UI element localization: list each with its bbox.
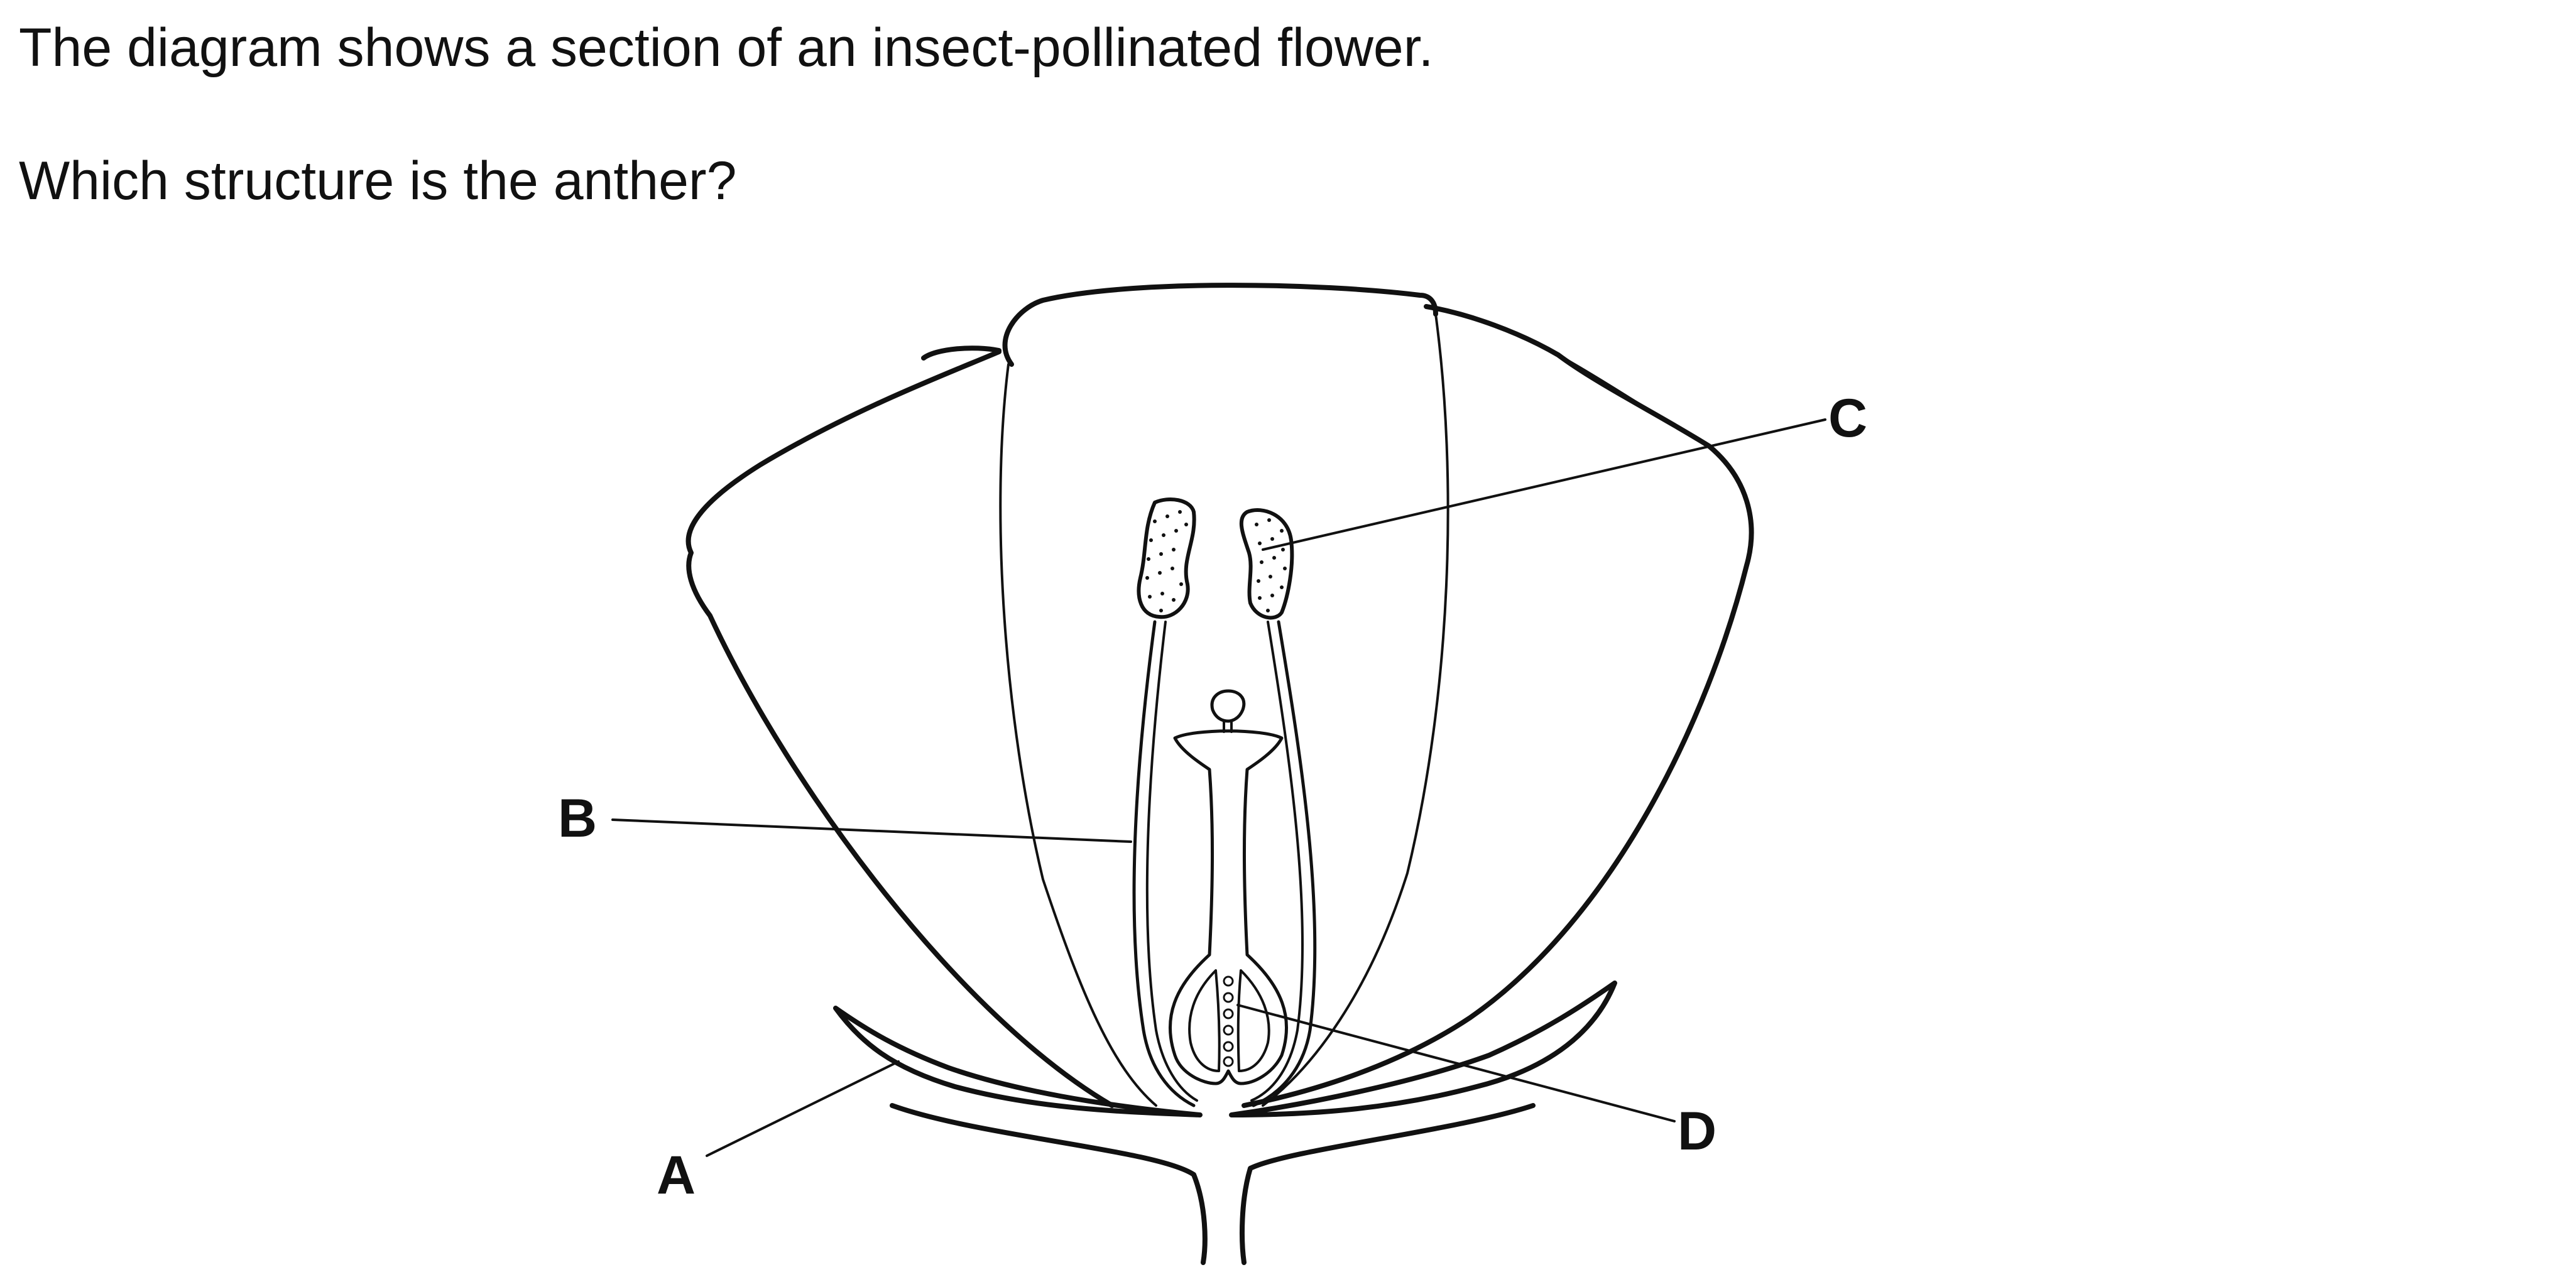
left-petal-top: [921, 345, 1001, 361]
left-filament: [1132, 620, 1196, 1107]
ovules: [1223, 975, 1234, 1067]
central-petal-right-edge: [1262, 313, 1449, 1107]
left-outer-petal: [685, 349, 1115, 1108]
label-b: B: [558, 788, 597, 849]
leader-line-c: [1262, 418, 1826, 551]
central-petal: [1002, 283, 1438, 367]
label-d: D: [1678, 1101, 1716, 1161]
ovary-wall-left: [1188, 969, 1221, 1072]
leader-line-d: [1236, 1004, 1676, 1122]
left-sepal: [833, 1006, 1203, 1117]
right-anther: [1239, 508, 1294, 620]
receptacle-right: [1240, 1103, 1536, 1265]
right-filament-inner: [1250, 621, 1304, 1102]
question-prompt: Which structure is the anther?: [19, 151, 737, 211]
right-filament: [1252, 620, 1317, 1107]
central-petal-left-edge: [999, 363, 1157, 1107]
receptacle-left: [890, 1103, 1208, 1265]
leader-line-b: [611, 818, 1132, 843]
right-petal-crease: [1557, 354, 1698, 441]
style-and-ovary: [1169, 729, 1288, 1085]
label-a: A: [657, 1145, 696, 1205]
left-anther: [1137, 497, 1196, 619]
left-filament-inner: [1145, 621, 1198, 1102]
right-sepal: [1229, 981, 1617, 1117]
leader-line-a: [706, 1060, 900, 1157]
label-c: C: [1828, 388, 1867, 448]
ovary-wall-right: [1236, 969, 1270, 1072]
anther-stippling: [1145, 510, 1287, 612]
stigma: [1210, 689, 1246, 723]
question-intro: The diagram shows a section of an insect…: [19, 18, 1434, 78]
